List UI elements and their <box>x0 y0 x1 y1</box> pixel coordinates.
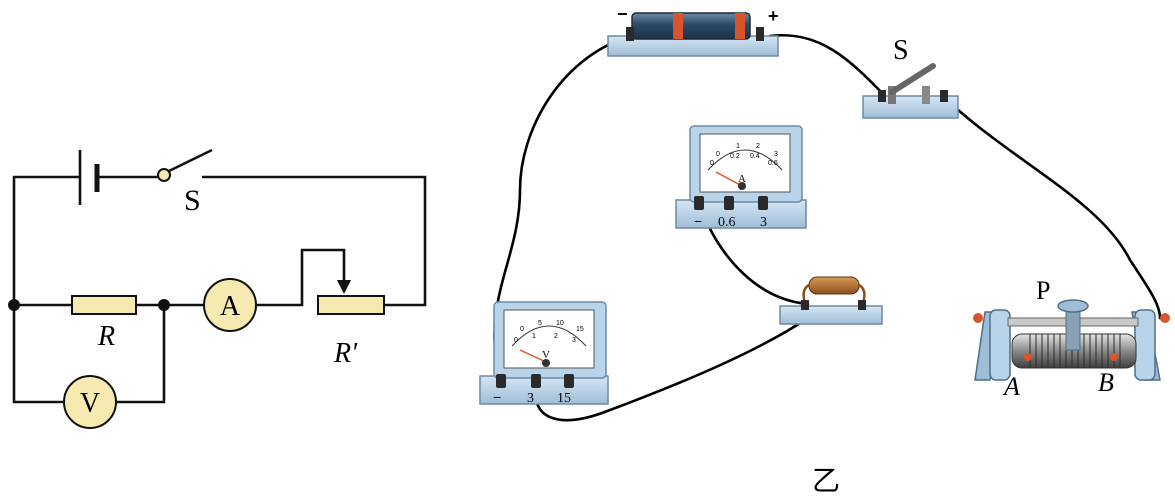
resistor-base <box>779 305 883 325</box>
voltmeter-pivot <box>542 359 550 367</box>
ammeter-minor-3: 3 <box>774 151 778 158</box>
ammeter-minor-2: 2 <box>756 143 760 150</box>
voltmeter-scale-3: 3 <box>572 337 576 344</box>
battery-pos-label: + <box>768 6 779 26</box>
battery-terminal-neg <box>626 27 634 41</box>
voltmeter-term-label-3: 3 <box>527 391 534 406</box>
wire-switch-rheostat <box>943 96 1162 320</box>
switch-terminal-left <box>878 90 886 102</box>
rheostat-terminal-top-right <box>1160 313 1170 323</box>
wire-right <box>202 175 427 307</box>
ammeter: 0 0.2 0.4 0.6 0 1 2 3 A − 0.6 3 <box>675 125 807 230</box>
ammeter-minor-1: 1 <box>736 143 740 150</box>
rheostat-end-left <box>989 309 1011 381</box>
voltmeter-terminal-15 <box>564 374 574 388</box>
resistor <box>71 295 137 315</box>
junction-right <box>158 299 170 311</box>
apparatus-diagram: − + S 0 0.2 0.4 0.6 0 1 2 <box>479 4 1170 497</box>
resistor-terminal-right <box>858 300 866 310</box>
switch-base <box>862 95 959 119</box>
rheostat-slider-knob <box>1057 299 1089 313</box>
battery-band-2 <box>735 13 745 39</box>
voltmeter-scale-1: 1 <box>532 333 536 340</box>
voltmeter-term-label-neg: − <box>493 389 501 405</box>
fixed-resistor <box>779 276 883 325</box>
wire-voltmeter-resistor <box>533 316 810 422</box>
resistor-label: R <box>97 321 115 352</box>
battery-terminal-pos <box>756 27 764 41</box>
battery: − + <box>607 4 779 57</box>
switch-terminal-right <box>940 90 948 102</box>
voltmeter-major-3: 15 <box>576 326 584 333</box>
battery-band-1 <box>673 13 683 39</box>
ammeter-term-label-06: 0.6 <box>718 215 736 230</box>
switch-pivot <box>157 168 171 182</box>
rheostat-terminal-a <box>1024 353 1032 361</box>
rheostat <box>317 295 385 315</box>
voltmeter-symbol-label: V <box>80 388 100 419</box>
ammeter-terminal-06 <box>724 196 734 210</box>
switch-blade <box>889 63 936 95</box>
slide-rheostat: P A B <box>973 276 1170 401</box>
ammeter-pivot <box>738 182 746 190</box>
ammeter-scale-2: 0.4 <box>750 153 760 160</box>
voltmeter-unit: V <box>542 349 550 361</box>
voltmeter-major-2: 10 <box>556 320 564 327</box>
voltmeter-terminal-3 <box>531 374 541 388</box>
ammeter-scale-0: 0 <box>710 160 714 167</box>
battery-neg-label: − <box>617 4 628 24</box>
knife-switch: S <box>862 35 959 119</box>
ammeter-term-label-neg: − <box>694 213 702 229</box>
rheostat-terminal-b <box>1110 353 1118 361</box>
switch-label: S <box>184 184 201 217</box>
voltmeter-needle <box>519 349 547 363</box>
voltmeter-major-1: 5 <box>538 320 542 327</box>
resistor-terminal-left <box>801 300 809 310</box>
resistor-body <box>808 276 860 295</box>
rheostat-label: R′ <box>333 338 358 369</box>
voltmeter-arc <box>511 325 587 347</box>
slider-arrow <box>337 280 351 294</box>
ammeter-terminal-3 <box>758 196 768 210</box>
switch-label: S <box>893 35 909 66</box>
ammeter-needle <box>715 171 743 187</box>
switch-clip <box>922 86 930 104</box>
rheostat-end-a-label: A <box>1002 372 1020 401</box>
voltmeter-term-label-15: 15 <box>557 391 571 406</box>
ammeter-symbol-label: A <box>220 291 241 322</box>
ammeter-minor-0: 0 <box>716 151 720 158</box>
wire-voltmeter-right <box>116 305 166 404</box>
circuit-schematic: S R A R′ V <box>8 148 427 429</box>
wire-voltmeter-left <box>12 305 64 404</box>
battery-cells <box>631 12 751 40</box>
wire-left-top <box>12 175 80 305</box>
voltmeter: 0 1 2 3 0 5 10 15 V − 3 15 <box>479 301 609 406</box>
rheostat-terminal-top-left <box>973 313 983 323</box>
junction-left <box>8 299 20 311</box>
ammeter-arc <box>707 149 783 171</box>
rheostat-slider <box>1065 309 1081 351</box>
voltmeter-major-0: 0 <box>520 326 524 333</box>
wire-ammeter-slider <box>256 248 346 307</box>
switch-blade <box>168 148 213 173</box>
ammeter-unit: A <box>738 173 746 185</box>
voltmeter-terminal-neg <box>496 374 506 388</box>
ammeter-scale-1: 0.2 <box>730 153 740 160</box>
voltmeter-scale-2: 2 <box>554 333 558 340</box>
voltmeter-scale-0: 0 <box>514 337 518 344</box>
switch-hinge <box>888 86 896 104</box>
figure-label: 乙 <box>812 466 840 497</box>
ammeter-term-label-3: 3 <box>760 215 767 230</box>
ammeter-scale-3: 0.6 <box>768 160 778 167</box>
rheostat-slider-label: P <box>1036 276 1050 305</box>
rheostat-end-b-label: B <box>1098 368 1114 397</box>
ammeter-terminal-neg <box>694 196 704 210</box>
wire-battery-switch <box>768 33 887 98</box>
